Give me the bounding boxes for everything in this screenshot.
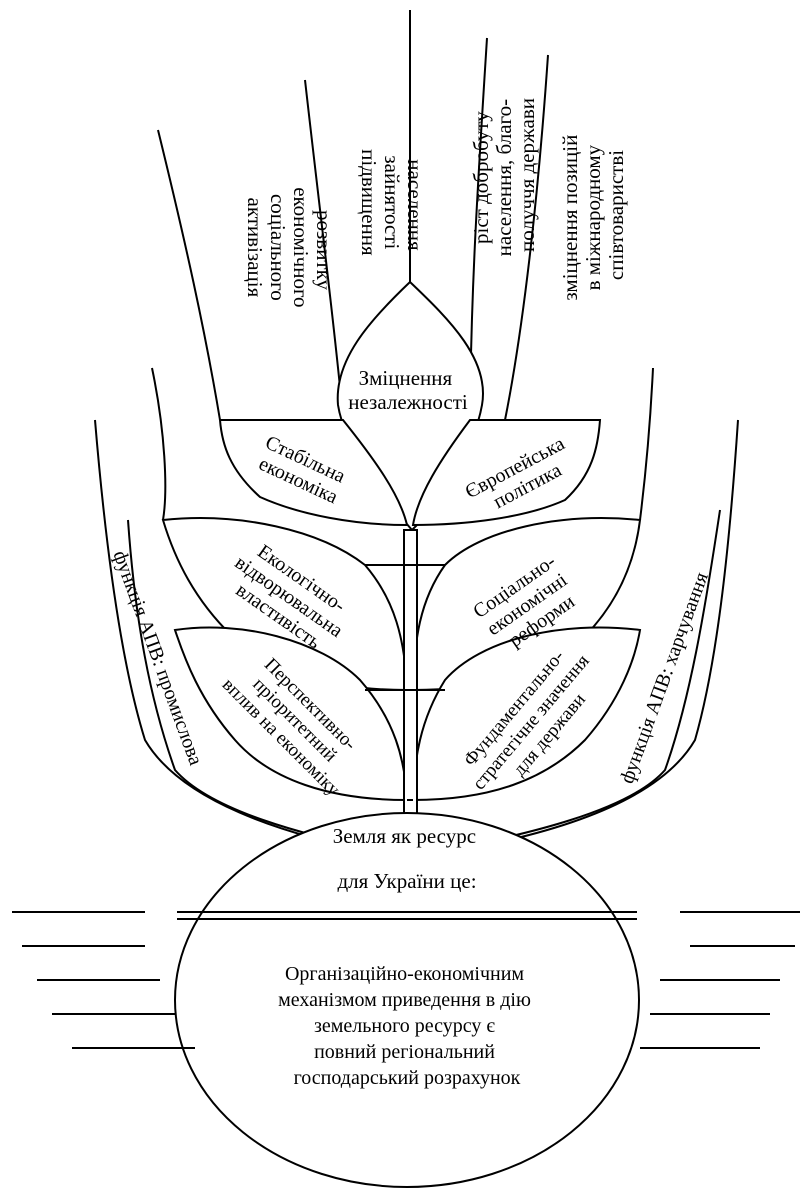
bud-text: Зміцнення незалежності [348, 366, 468, 414]
leaf-left-1 [218, 419, 409, 527]
spike-outer-left-line [157, 129, 221, 421]
ground-lines [12, 911, 800, 1049]
side-stalks [151, 367, 654, 521]
leaf-right-1 [411, 419, 602, 527]
branch-left-outer [94, 419, 391, 856]
root [174, 812, 640, 1188]
root-ellipse [174, 812, 640, 1188]
root-top-text: Земля як ресурс для України це: [333, 824, 482, 893]
root-bottom-text: Організаційно-економічним механізмом при… [278, 963, 536, 1089]
leaves [161, 419, 642, 802]
spike-outer-right-line [504, 54, 549, 421]
section-2-text: підвищення зайнятості населення [357, 149, 427, 261]
stalk-left-outer [151, 367, 167, 521]
section-3-text: ріст добробуту населення, благо- получчя… [469, 94, 539, 257]
stem [365, 529, 445, 861]
branch-right-outer [429, 419, 739, 856]
stalk-right-outer [639, 367, 654, 521]
branch-right-text: функція АПВ: харчування [616, 569, 713, 786]
stem-body [403, 529, 418, 861]
section-4-text: зміцнення позицій в міжнародному співтов… [558, 129, 628, 300]
branch-right-inner [419, 509, 721, 856]
section-1-text: активізація соціального економічного роз… [243, 187, 336, 313]
